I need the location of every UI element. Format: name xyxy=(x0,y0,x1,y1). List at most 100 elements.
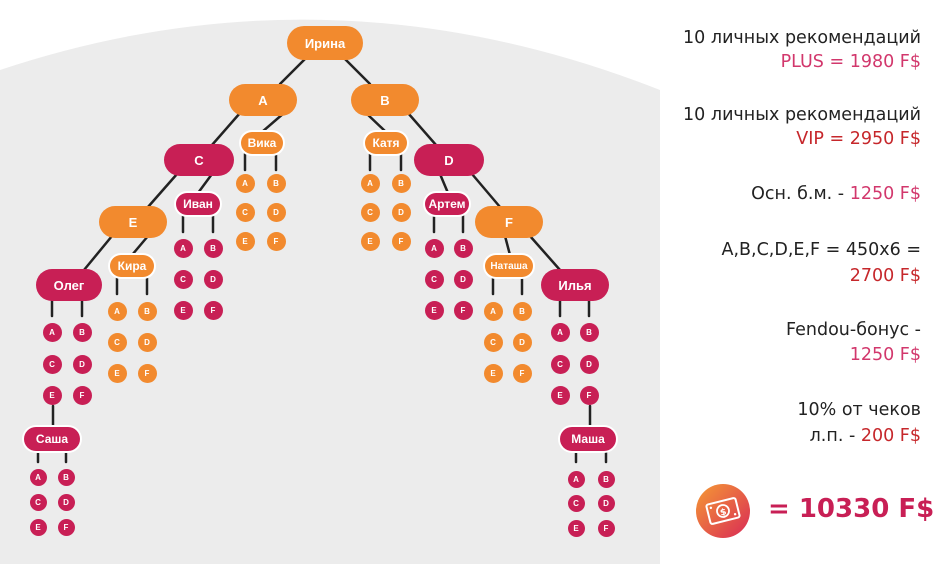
leaf-ilya-e: E xyxy=(550,385,570,405)
leaf-masha-e: E xyxy=(567,519,585,537)
node-ilya: Илья xyxy=(541,269,609,301)
leaf-vika-f: F xyxy=(266,231,286,251)
node-artem: Артем xyxy=(425,193,469,215)
leaf-vika-e: E xyxy=(235,231,255,251)
node-a: A xyxy=(229,84,297,116)
connector-line xyxy=(130,234,150,257)
svg-text:$: $ xyxy=(719,507,727,518)
leaf-kira-f: F xyxy=(137,363,157,383)
connector-line xyxy=(196,172,214,195)
total-amount: = 10330 F$ xyxy=(768,494,935,524)
leaf-oleg-a: A xyxy=(42,322,62,342)
leaf-artem-c: C xyxy=(424,269,444,289)
node-c: C xyxy=(164,144,234,176)
leaf-ivan-e: E xyxy=(173,300,193,320)
leaf-katya-c: C xyxy=(360,202,380,222)
connector-line xyxy=(82,234,114,272)
leaf-natasha-b: B xyxy=(512,301,532,321)
leaf-sasha-f: F xyxy=(57,518,75,536)
info-line-2: PLUS = 1980 F$ xyxy=(780,52,921,72)
leaf-masha-d: D xyxy=(597,494,615,512)
info-line-5-prefix: Осн. б.м. - xyxy=(751,184,850,204)
money-bill-icon: $ xyxy=(696,484,750,538)
leaf-kira-d: D xyxy=(137,332,157,352)
leaf-sasha-c: C xyxy=(29,493,47,511)
node-ivan: Иван xyxy=(176,193,220,215)
connector-line xyxy=(470,172,502,209)
info-line-11-prefix: л.п. - xyxy=(809,426,861,446)
node-oleg: Олег xyxy=(36,269,102,301)
leaf-oleg-c: C xyxy=(42,354,62,374)
info-line-6: A,B,C,D,E,F = 450x6 = xyxy=(721,240,921,260)
leaf-ivan-f: F xyxy=(203,300,223,320)
leaf-vika-d: D xyxy=(266,202,286,222)
info-line-5: Осн. б.м. - 1250 F$ xyxy=(751,184,921,204)
node-katya: Катя xyxy=(365,132,407,154)
node-irina: Ирина xyxy=(287,26,363,60)
connector-line xyxy=(364,111,388,134)
leaf-natasha-c: C xyxy=(483,332,503,352)
connector-line xyxy=(146,172,179,209)
info-line-4: VIP = 2950 F$ xyxy=(796,129,921,149)
connector-line xyxy=(278,56,308,86)
leaf-katya-e: E xyxy=(360,231,380,251)
leaf-oleg-e: E xyxy=(42,385,62,405)
node-vika: Вика xyxy=(241,132,283,154)
leaf-sasha-b: B xyxy=(57,468,75,486)
leaf-ilya-b: B xyxy=(579,322,599,342)
leaf-ivan-a: A xyxy=(173,238,193,258)
info-line-5-value: 1250 F$ xyxy=(849,184,921,204)
leaf-natasha-a: A xyxy=(483,301,503,321)
info-line-10: 10% от чеков xyxy=(797,400,921,420)
leaf-kira-e: E xyxy=(107,363,127,383)
info-line-8: Fendou-бонус - xyxy=(786,320,921,340)
info-line-1: 10 личных рекомендаций xyxy=(683,28,921,48)
node-d: D xyxy=(414,144,484,176)
node-natasha: Наташа xyxy=(485,255,533,277)
leaf-sasha-e: E xyxy=(29,518,47,536)
leaf-katya-f: F xyxy=(391,231,411,251)
leaf-artem-b: B xyxy=(453,238,473,258)
leaf-katya-d: D xyxy=(391,202,411,222)
leaf-artem-d: D xyxy=(453,269,473,289)
info-line-11-value: 200 F$ xyxy=(860,426,921,446)
info-line-7: 2700 F$ xyxy=(849,266,921,286)
leaf-masha-a: A xyxy=(567,470,585,488)
leaf-vika-b: B xyxy=(266,173,286,193)
leaf-oleg-b: B xyxy=(72,322,92,342)
node-b: B xyxy=(351,84,419,116)
connector-line xyxy=(406,111,438,147)
leaf-vika-c: C xyxy=(235,202,255,222)
leaf-natasha-e: E xyxy=(483,363,503,383)
connector-line xyxy=(210,111,242,147)
leaf-ilya-c: C xyxy=(550,354,570,374)
leaf-natasha-f: F xyxy=(512,363,532,383)
connector-line xyxy=(342,56,372,86)
leaf-natasha-d: D xyxy=(512,332,532,352)
leaf-artem-a: A xyxy=(424,238,444,258)
leaf-kira-c: C xyxy=(107,332,127,352)
leaf-sasha-a: A xyxy=(29,468,47,486)
leaf-ivan-d: D xyxy=(203,269,223,289)
info-line-3: 10 личных рекомендаций xyxy=(683,105,921,125)
leaf-masha-f: F xyxy=(597,519,615,537)
leaf-katya-b: B xyxy=(391,173,411,193)
info-line-9: 1250 F$ xyxy=(849,345,921,365)
leaf-oleg-d: D xyxy=(72,354,92,374)
leaf-masha-b: B xyxy=(597,470,615,488)
node-masha: Маша xyxy=(560,427,616,451)
leaf-ilya-f: F xyxy=(579,385,599,405)
leaf-ivan-b: B xyxy=(203,238,223,258)
leaf-ilya-d: D xyxy=(579,354,599,374)
leaf-ivan-c: C xyxy=(173,269,193,289)
leaf-kira-a: A xyxy=(107,301,127,321)
leaf-katya-a: A xyxy=(360,173,380,193)
leaf-vika-a: A xyxy=(235,173,255,193)
leaf-kira-b: B xyxy=(137,301,157,321)
connector-line xyxy=(528,234,562,272)
node-kira: Кира xyxy=(110,255,154,277)
info-line-11: л.п. - 200 F$ xyxy=(810,426,921,446)
leaf-oleg-f: F xyxy=(72,385,92,405)
leaf-artem-e: E xyxy=(424,300,444,320)
